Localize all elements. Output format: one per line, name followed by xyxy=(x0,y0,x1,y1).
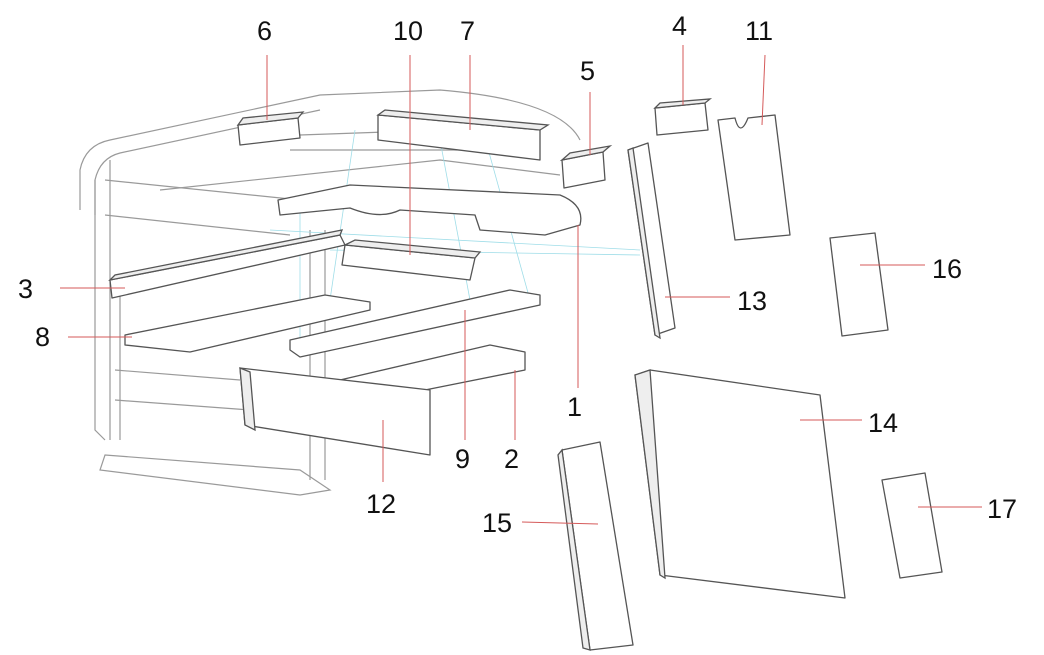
label-12: 12 xyxy=(366,489,396,519)
part-16 xyxy=(829,232,889,337)
part-5 xyxy=(559,144,613,189)
part-13 xyxy=(627,142,676,340)
part-3 xyxy=(108,229,346,299)
label-17: 17 xyxy=(987,494,1017,524)
label-11: 11 xyxy=(745,16,773,46)
label-7: 7 xyxy=(460,16,475,46)
label-1: 1 xyxy=(567,392,582,422)
part-6 xyxy=(236,111,305,146)
label-15: 15 xyxy=(482,508,512,538)
label-3: 3 xyxy=(18,274,33,304)
label-14: 14 xyxy=(868,408,898,438)
part-17 xyxy=(881,472,943,579)
label-13: 13 xyxy=(737,286,767,316)
part-4 xyxy=(653,98,713,136)
label-16: 16 xyxy=(932,254,962,284)
leader-lines xyxy=(60,45,982,525)
part-14 xyxy=(634,369,846,599)
part-7 xyxy=(376,109,550,161)
label-5: 5 xyxy=(580,56,595,86)
part-10 xyxy=(341,239,482,281)
label-2: 2 xyxy=(504,444,519,474)
label-6: 6 xyxy=(257,16,272,46)
label-4: 4 xyxy=(672,11,687,41)
label-9: 9 xyxy=(455,444,470,474)
part-1 xyxy=(277,184,582,236)
part-15 xyxy=(557,441,634,651)
part-11 xyxy=(717,114,791,241)
label-10: 10 xyxy=(393,16,423,46)
part-8 xyxy=(124,294,371,353)
part-9 xyxy=(289,289,541,358)
label-8: 8 xyxy=(35,322,50,352)
